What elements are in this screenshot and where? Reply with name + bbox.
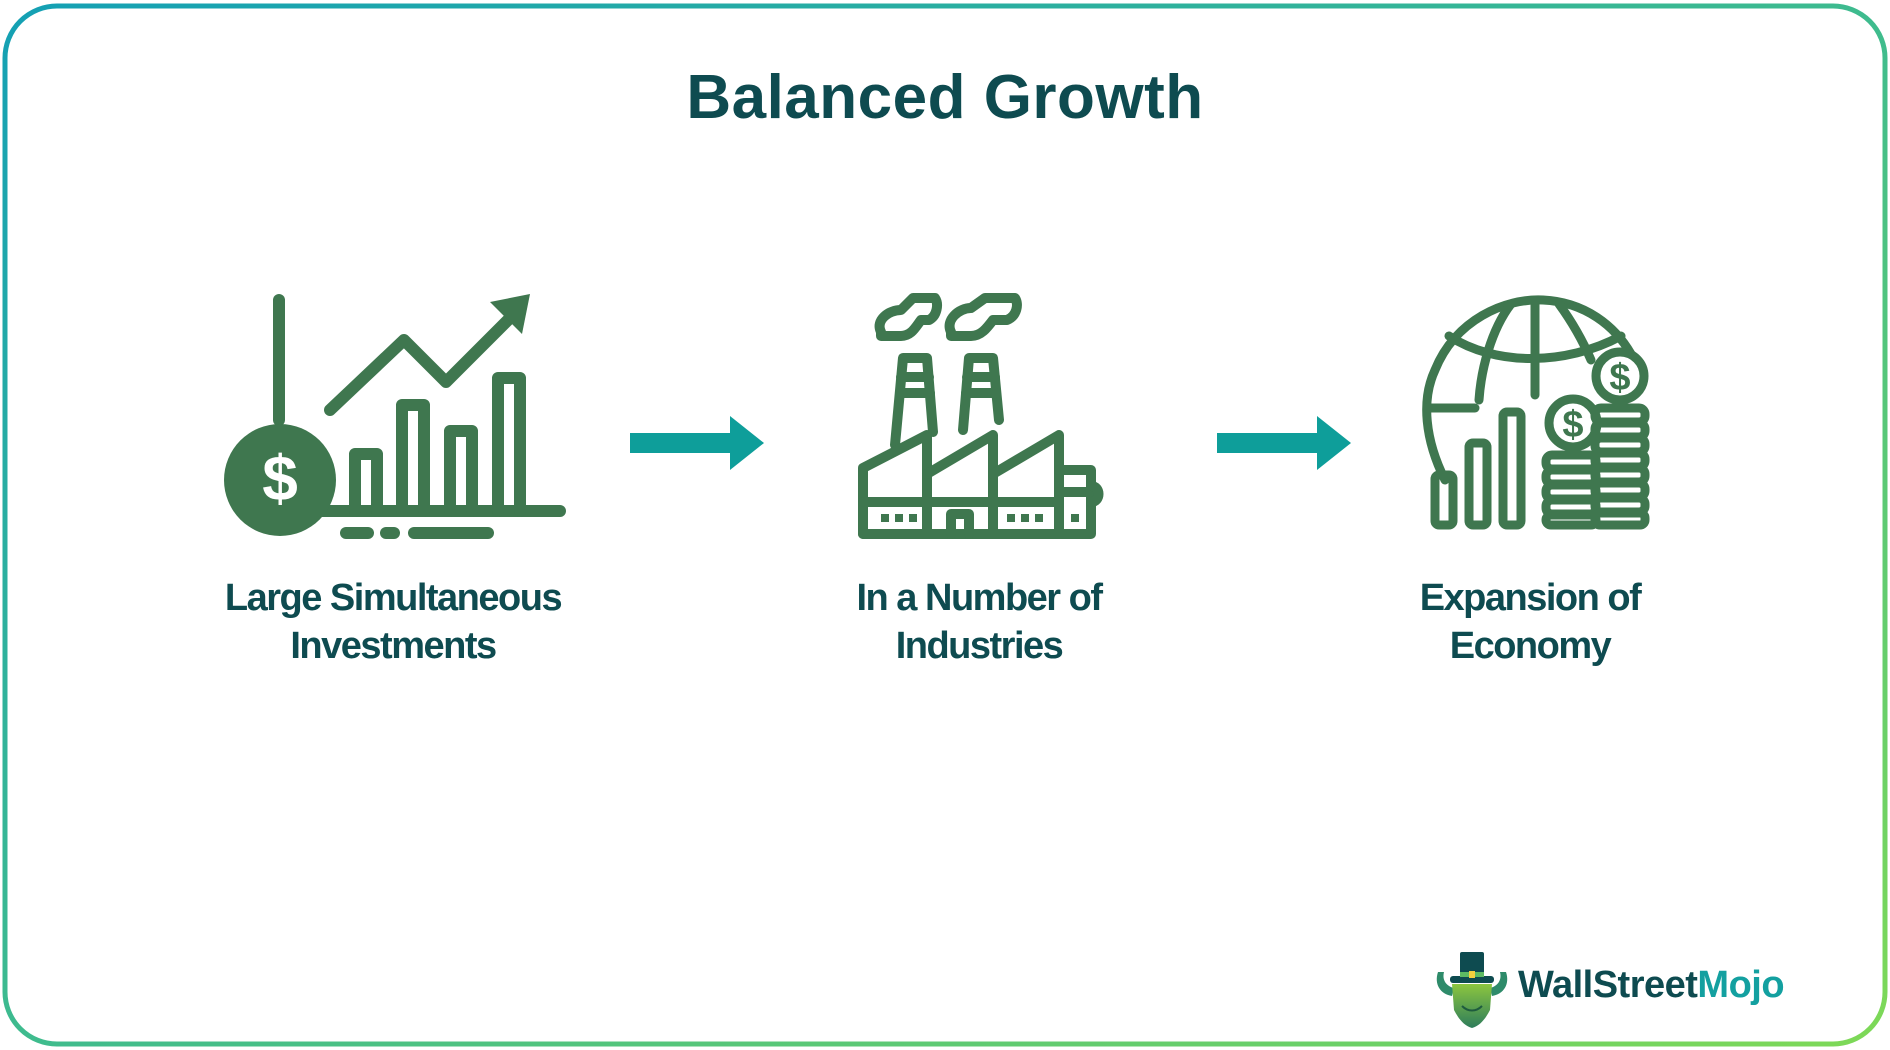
logo-text-mojo: Mojo <box>1697 964 1785 1006</box>
svg-text:$: $ <box>262 442 298 514</box>
bull-mascot-icon <box>1436 952 1508 1028</box>
page-title: Balanced Growth <box>686 63 1204 132</box>
factory-icon <box>858 293 1104 539</box>
arrow-right-icon <box>1217 416 1351 470</box>
step-label-economy: Expansion of Economy <box>1300 574 1760 670</box>
logo-wordmark: WallStreetMojo <box>1518 964 1785 1007</box>
step-label-line2: Industries <box>895 625 1064 667</box>
step-label-industries: In a Number of Industries <box>749 574 1209 670</box>
step-label-line1: Large Simultaneous <box>224 577 563 619</box>
arrow-right-icon <box>630 416 764 470</box>
svg-text:$: $ <box>1562 404 1583 446</box>
svg-text:$: $ <box>1609 357 1630 399</box>
logo-text-wallstreet: WallStreet <box>1518 964 1698 1006</box>
step-label-line2: Economy <box>1449 625 1612 667</box>
globe-coins-growth-icon: $ $ <box>1422 295 1650 530</box>
step-label-line2: Investments <box>290 625 497 667</box>
step-label-line1: In a Number of <box>856 577 1103 619</box>
investment-chart-dollar-icon: $ <box>224 294 566 539</box>
step-label-investments: Large Simultaneous Investments <box>163 574 623 670</box>
wallstreetmojo-logo: WallStreetMojo <box>1432 948 1812 1030</box>
step-label-line1: Expansion of <box>1419 577 1642 619</box>
